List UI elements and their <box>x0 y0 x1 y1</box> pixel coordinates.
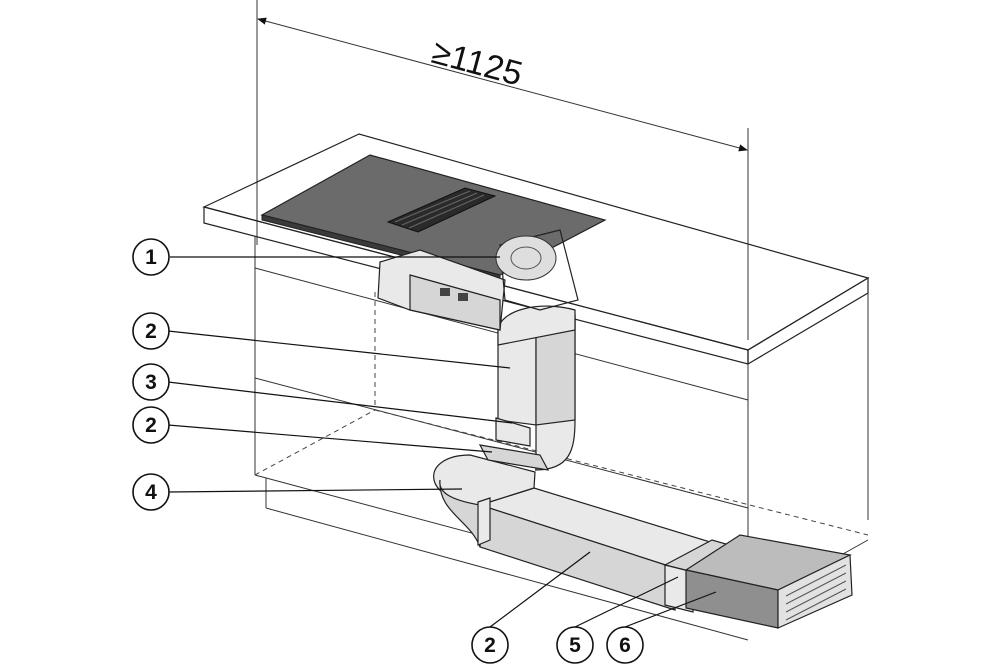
callout-4: 4 <box>132 473 170 511</box>
callouts: 1 2 3 2 4 2 5 6 <box>132 238 644 664</box>
callout-number: 2 <box>145 414 157 437</box>
callout-number: 2 <box>484 634 496 657</box>
callout-2b: 2 <box>132 406 170 444</box>
callout-2a: 2 <box>132 312 170 350</box>
callout-2c: 2 <box>471 626 509 664</box>
callout-number: 5 <box>569 634 581 657</box>
callout-6: 6 <box>606 626 644 664</box>
callout-number: 3 <box>145 371 157 394</box>
fan-unit <box>377 229 579 331</box>
leader-lines <box>167 256 717 628</box>
callout-number: 6 <box>619 634 631 657</box>
wall-outlet-box <box>684 534 853 629</box>
callout-number: 4 <box>145 481 157 504</box>
callout-5: 5 <box>556 626 594 664</box>
dimension-label: ≥1125 <box>428 33 526 93</box>
callout-number: 2 <box>145 320 157 343</box>
callout-number: 1 <box>145 246 157 269</box>
callout-3: 3 <box>132 363 170 401</box>
callout-1: 1 <box>132 238 170 276</box>
